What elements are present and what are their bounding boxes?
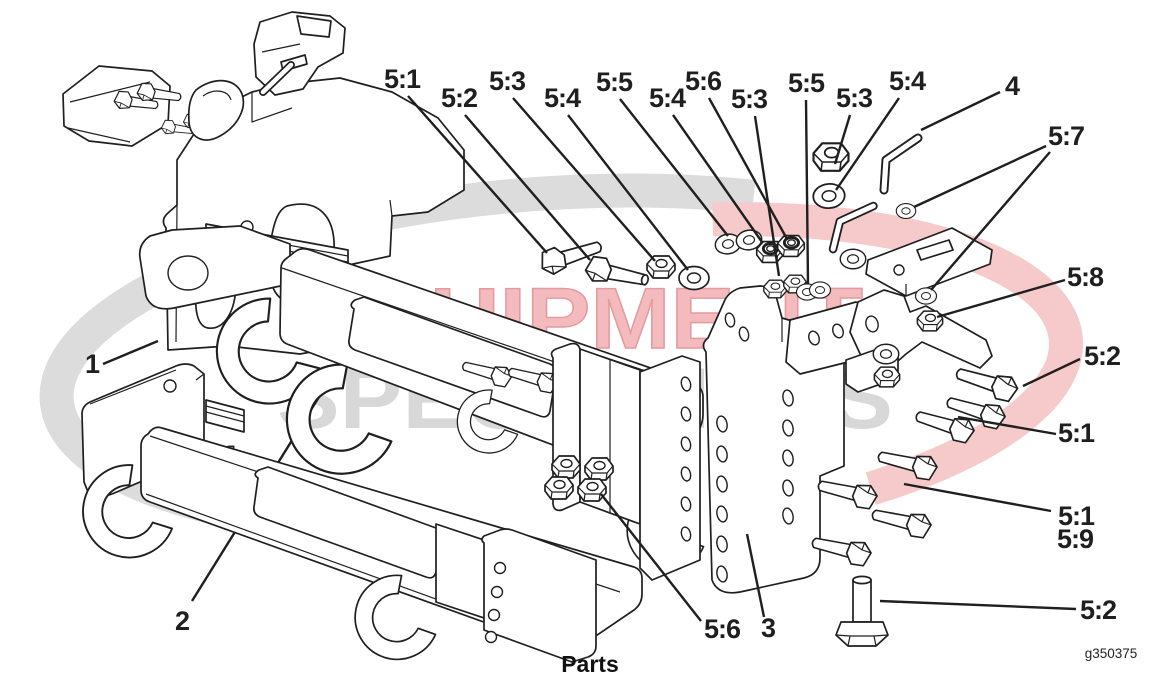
leader-line	[753, 115, 781, 277]
callout-5-2a: 5:2	[441, 83, 477, 113]
callout-5-7: 5:7	[1048, 121, 1084, 151]
hex-nut	[812, 142, 850, 172]
lever-pin	[884, 138, 918, 190]
leader-line	[567, 114, 689, 271]
leader-line	[600, 493, 702, 622]
callout-5-3c: 5:3	[836, 83, 873, 113]
leader-lines	[102, 90, 1081, 622]
callout-5-3a: 5:3	[489, 66, 526, 96]
leader-line	[512, 97, 656, 262]
flat-washer	[872, 343, 900, 365]
beam-assembly-lower	[64, 363, 709, 676]
lock-nut	[776, 234, 806, 258]
flat-washer	[678, 265, 710, 291]
center-mount-bracket	[544, 342, 701, 581]
leader-line	[672, 114, 763, 243]
callout-5-1b: 5:1	[1058, 418, 1095, 448]
watermark-pink-swoosh	[712, 202, 1084, 505]
callout-1: 1	[85, 349, 100, 379]
flat-washer	[808, 281, 832, 299]
clamp-tab	[296, 15, 332, 38]
flat-washer	[811, 181, 847, 211]
callout-5-4a: 5:4	[544, 83, 581, 113]
leader-line	[879, 599, 1077, 611]
leader-line	[804, 99, 810, 285]
callout-5-6b: 5:6	[704, 614, 741, 644]
flat-washer	[914, 287, 938, 305]
hex-nut	[577, 478, 607, 502]
bracket-flange	[639, 355, 701, 581]
hex-nut	[763, 279, 787, 299]
flat-washer	[839, 248, 867, 270]
callout-5-4c: 5:4	[889, 66, 926, 96]
hook-piece	[187, 79, 245, 141]
hex-nut	[916, 310, 944, 332]
figure-code: g350375	[1085, 646, 1138, 661]
plate-stack	[205, 399, 245, 433]
leader-line	[1022, 357, 1081, 388]
callout-5-5b: 5:5	[788, 68, 825, 98]
leader-line	[745, 533, 766, 618]
callout-5-8: 5:8	[1067, 262, 1104, 292]
leader-line	[957, 415, 1057, 436]
callout-5-4b: 5:4	[649, 83, 686, 113]
leader-line	[920, 90, 1001, 132]
end-plate-right	[481, 528, 597, 663]
leader-line	[930, 151, 1051, 291]
leader-line	[903, 482, 1052, 513]
hex-nut	[551, 455, 581, 479]
hex-nut	[646, 255, 676, 279]
callout-5-6a: 5:6	[685, 66, 722, 96]
leader-line	[407, 95, 548, 254]
leader-line	[707, 97, 789, 240]
callout-4: 4	[1005, 71, 1020, 101]
flat-washer	[895, 202, 917, 220]
callout-5-1c: 5:1	[1058, 501, 1095, 531]
hex-bolt	[868, 502, 934, 541]
figure-caption: Parts	[561, 651, 619, 677]
callout-5-5a: 5:5	[596, 67, 633, 97]
hex-nut	[544, 476, 574, 500]
callout-5-2b: 5:2	[1084, 341, 1120, 371]
leader-line	[833, 114, 852, 165]
leader-line	[619, 98, 729, 237]
leader-line	[835, 97, 900, 191]
callout-3: 3	[761, 613, 776, 643]
hex-nut	[873, 366, 901, 388]
leader-line	[102, 339, 159, 366]
callout-5-9: 5:9	[1057, 524, 1094, 554]
callout-5-3b: 5:3	[731, 84, 768, 114]
callout-labels: 5:1 5:2 5:3 5:4 5:5 5:4 5:6 5:3 5:5 5:3 …	[85, 64, 1121, 644]
hex-nut	[584, 457, 614, 481]
top-plate-slot	[916, 239, 954, 261]
leader-line	[936, 278, 1066, 319]
callout-5-2c: 5:2	[1080, 595, 1116, 625]
callout-5-1a: 5:1	[384, 64, 421, 94]
hex-bolt-vertical	[835, 575, 889, 647]
leader-line	[464, 114, 591, 261]
leader-line	[913, 144, 1047, 209]
hex-bolt	[952, 360, 1022, 405]
callout-2: 2	[175, 606, 189, 636]
